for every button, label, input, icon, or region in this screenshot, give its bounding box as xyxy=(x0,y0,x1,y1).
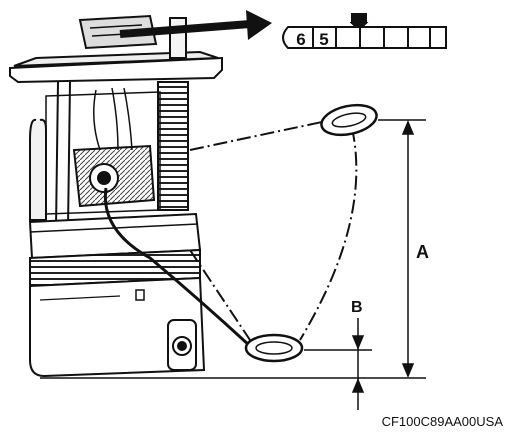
top-tube xyxy=(169,17,187,59)
float-arm-high-lower xyxy=(189,249,251,341)
flange-top xyxy=(13,50,219,67)
connector-pin-2: 5 xyxy=(319,30,328,49)
fuel-pump-module xyxy=(9,14,223,378)
figure-code: CF100C89AA00USA xyxy=(382,414,504,429)
connector-pins xyxy=(312,27,431,48)
module-connector-housing xyxy=(78,14,158,50)
support-rod-left xyxy=(55,81,71,229)
dimension-label-a: A xyxy=(416,242,429,262)
sender-unit xyxy=(72,87,156,208)
callout-arrow xyxy=(119,10,272,40)
ribbed-column xyxy=(157,81,189,211)
connector-pin-1: 6 xyxy=(296,30,305,49)
dimension-lines xyxy=(40,119,426,410)
float-arm-low xyxy=(103,187,252,348)
module-flange xyxy=(9,56,223,84)
inner-bracket xyxy=(45,91,161,215)
reservoir-body xyxy=(29,276,206,378)
left-pipe xyxy=(29,118,47,221)
float-high xyxy=(320,103,378,137)
float-low xyxy=(244,333,304,363)
connector-face xyxy=(282,13,447,49)
bottom-fitting xyxy=(167,319,197,371)
float-swing-arc xyxy=(299,127,358,341)
dimension-label-b: B xyxy=(351,299,363,316)
connector-outline xyxy=(282,26,447,49)
float-arm-high xyxy=(189,121,323,151)
connector-latch xyxy=(351,13,367,24)
